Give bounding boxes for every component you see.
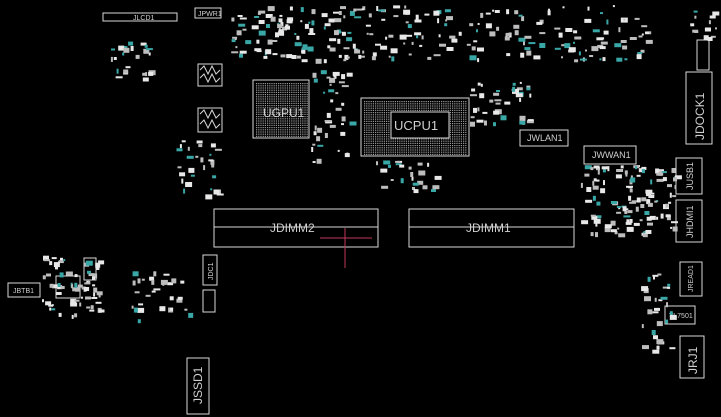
jdock1-label: JDOCK1 — [693, 92, 707, 140]
jwwan1-connector[interactable]: JWWAN1 — [583, 145, 637, 165]
jssd1-label: JSSD1 — [191, 366, 205, 404]
power-chokes — [197, 63, 223, 133]
ucpu1-chip[interactable]: UCPU1 — [360, 97, 470, 157]
jwlan1-connector[interactable]: JWLAN1 — [519, 129, 569, 147]
jwlan1-label: JWLAN1 — [527, 133, 563, 143]
jssd1-connector[interactable]: JSSD1 — [186, 357, 210, 415]
jusb1-label: JUSB1 — [685, 162, 695, 190]
tl7501-label: TL7501 — [669, 313, 693, 320]
scattered-components — [42, 10, 720, 354]
jdc1-connector[interactable]: JDC1 — [202, 254, 218, 286]
jrj1-connector[interactable]: JRJ1 — [679, 335, 705, 379]
jlcd1-connector[interactable]: JLCD1 — [102, 12, 178, 22]
crosshair-cursor — [320, 228, 372, 268]
jbtb1-label: JBTB1 — [13, 288, 34, 295]
jpwr1-connector[interactable]: JPWR1 — [194, 7, 222, 19]
jdc1-label: JDC1 — [208, 262, 215, 280]
jrj1-label: JRJ1 — [686, 346, 700, 374]
tl7501-part[interactable]: TL7501 — [664, 305, 696, 325]
ugpu1-label: UGPU1 — [263, 106, 305, 120]
jlcd1-label: JLCD1 — [133, 15, 155, 22]
ucpu1-label: UCPU1 — [394, 118, 438, 133]
jfan1-connector[interactable] — [202, 289, 216, 313]
jread1-connector[interactable]: JREAD1 — [679, 261, 703, 297]
jpwr1-label: JPWR1 — [198, 11, 222, 18]
jhdmi1-label: JHDMI1 — [685, 205, 695, 238]
jdimm2-label: JDIMM2 — [270, 221, 315, 235]
top-component-cluster — [231, 5, 653, 64]
jbtb1-connector[interactable]: JBTB1 — [7, 282, 41, 298]
ugpu1-chip[interactable]: UGPU1 — [252, 79, 310, 139]
jdimm1-slot[interactable]: JDIMM1 — [408, 208, 575, 248]
jhdmi1-connector[interactable]: JHDMI1 — [675, 199, 703, 243]
jdimm2-slot[interactable]: JDIMM2 — [213, 208, 379, 248]
jwwan1-label: JWWAN1 — [592, 150, 631, 160]
jdimm1-label: JDIMM1 — [466, 221, 511, 235]
jread1-label: JREAD1 — [688, 265, 695, 292]
jdock1-connector[interactable]: JDOCK1 — [685, 39, 713, 145]
